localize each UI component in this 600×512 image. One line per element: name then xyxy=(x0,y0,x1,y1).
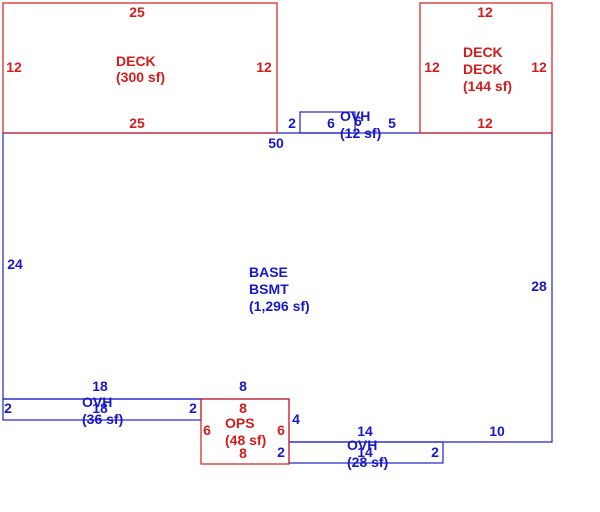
ovh-left-left-dim: 2 xyxy=(4,400,12,416)
ops-area: (48 sf) xyxy=(225,432,266,448)
ovh-bottom-bottom-dim: 14 xyxy=(357,444,373,460)
ops-right-dim: 6 xyxy=(277,422,285,438)
ovh-left-name: OVH xyxy=(82,394,112,410)
base-name-2: BSMT xyxy=(249,281,289,297)
deck-left-area: (300 sf) xyxy=(116,69,165,85)
ovh-top-dim-a: 6 xyxy=(327,115,335,131)
ovh-top-name: OVH xyxy=(340,108,370,124)
ops-bottom-dim: 8 xyxy=(239,445,247,461)
ovh-top-dim-b: 6 xyxy=(354,113,362,129)
base-top-dim: 50 xyxy=(268,135,284,151)
base-name-1: BASE xyxy=(249,264,288,280)
deck-left-top-dim: 25 xyxy=(129,4,145,20)
deck-left-name: DECK xyxy=(116,53,156,69)
ovh-bottom-name: OVH xyxy=(347,437,377,453)
base-area: (1,296 sf) xyxy=(249,298,310,314)
base-bottom-right-dim: 10 xyxy=(489,423,505,439)
ops-top-dim: 8 xyxy=(239,400,247,416)
ops-name: OPS xyxy=(225,415,255,431)
deck-left-outline xyxy=(2,2,278,134)
ovh-bottom-top-dim: 14 xyxy=(357,423,373,439)
ovh-top-right-dim: 5 xyxy=(388,115,396,131)
deck-right-right-dim: 12 xyxy=(531,59,547,75)
deck-left-left-dim: 12 xyxy=(6,59,22,75)
ovh-top-area: (12 sf) xyxy=(340,125,381,141)
ovh-top-outline xyxy=(299,111,356,134)
deck-right-top-dim: 12 xyxy=(477,4,493,20)
ops-outline xyxy=(200,398,290,465)
ops-top-blue-dim: 8 xyxy=(239,378,247,394)
deck-left-right-dim: 12 xyxy=(256,59,272,75)
deck-right-outline xyxy=(419,2,553,134)
ops-right-outer-dim: 4 xyxy=(292,411,300,427)
deck-left-bottom-dim: 25 xyxy=(129,115,145,131)
base-left-dim: 24 xyxy=(7,256,23,272)
ovh-bottom-right-dim: 2 xyxy=(431,444,439,460)
base-right-dim: 28 xyxy=(531,278,547,294)
ovh-top-left-dim: 2 xyxy=(288,115,296,131)
deck-right-bottom-dim: 12 xyxy=(477,115,493,131)
deck-right-left-dim: 12 xyxy=(424,59,440,75)
ovh-left-right-dim: 2 xyxy=(189,400,197,416)
deck-right-name-1: DECK xyxy=(463,44,503,60)
deck-right-name-2: DECK xyxy=(463,61,503,77)
ovh-left-bottom-dim: 18 xyxy=(92,400,108,416)
ovh-bottom-area: (28 sf) xyxy=(347,454,388,470)
ovh-left-area: (36 sf) xyxy=(82,411,123,427)
ovh-left-top-dim: 18 xyxy=(92,378,108,394)
ovh-bottom-left-dim: 2 xyxy=(277,444,285,460)
ops-left-dim: 6 xyxy=(203,422,211,438)
deck-right-area: (144 sf) xyxy=(463,78,512,94)
